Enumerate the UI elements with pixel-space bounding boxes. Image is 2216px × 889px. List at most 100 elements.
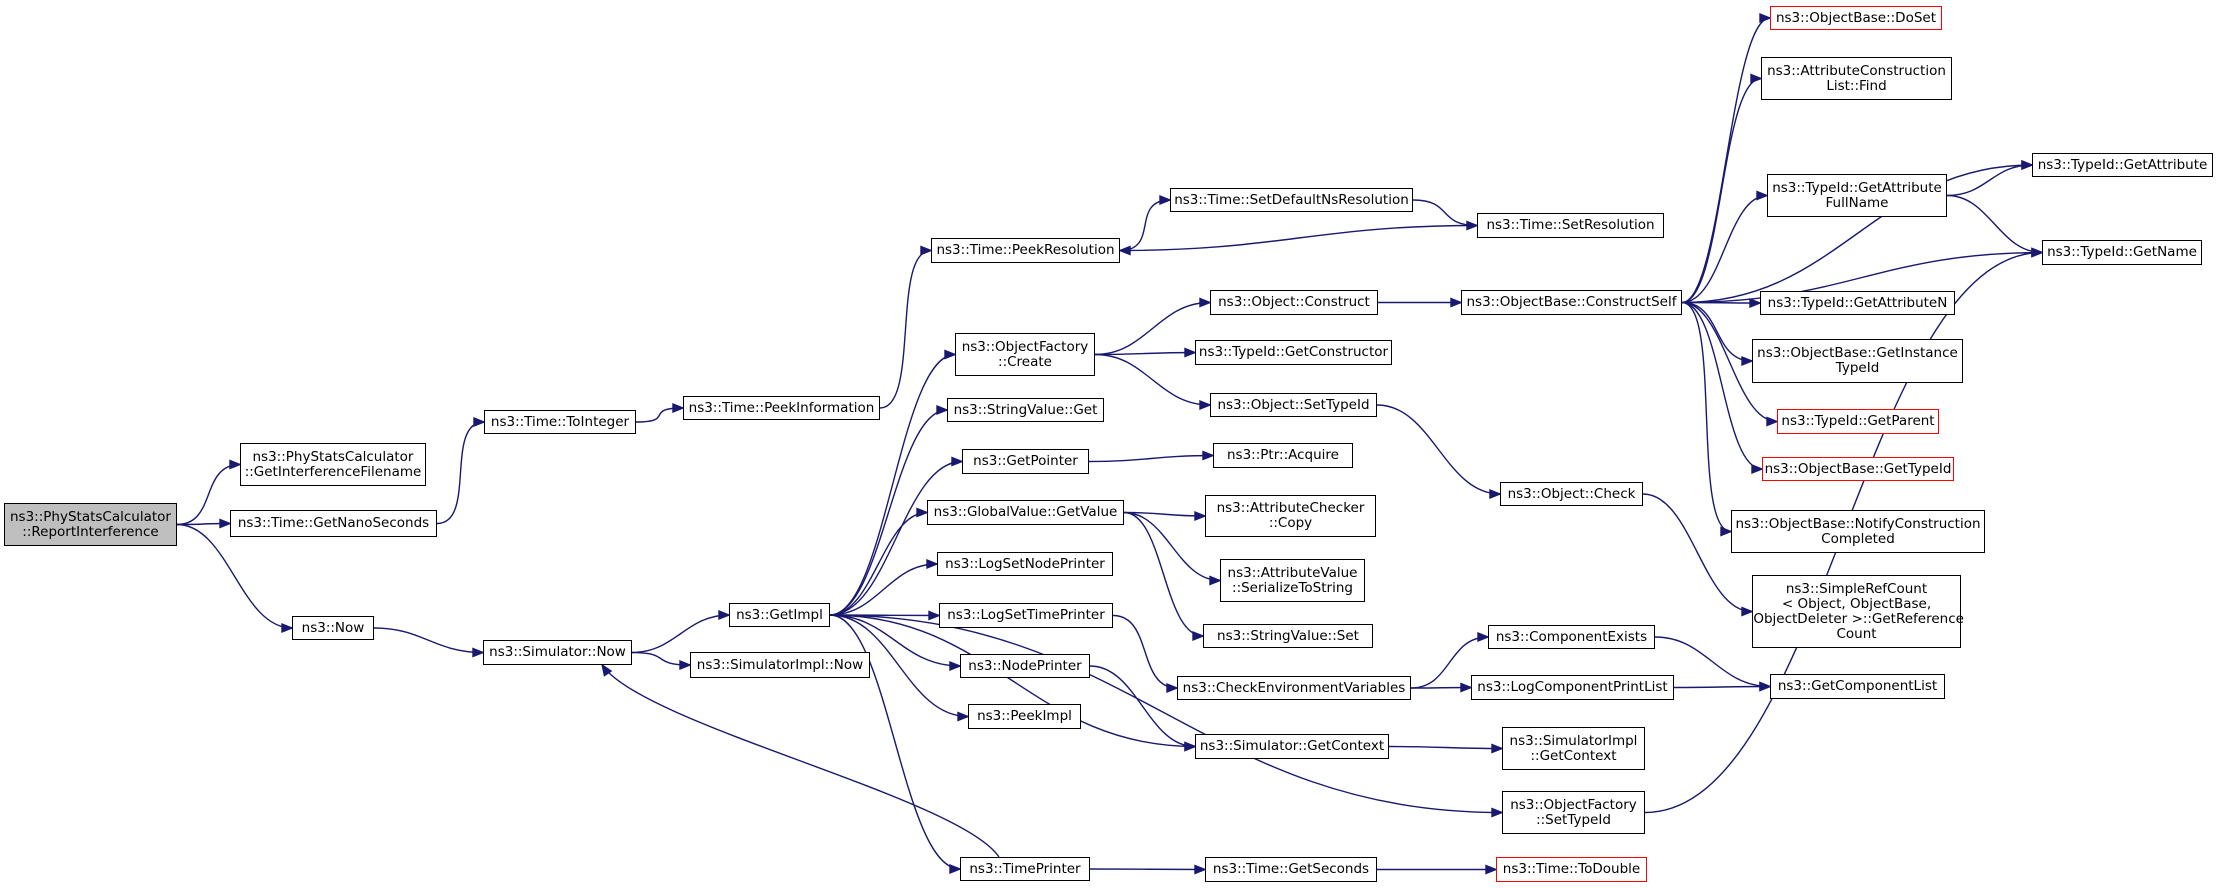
edge-object-check-to-simple-ref-count-get-reference-count <box>1642 493 1753 613</box>
node-object-check[interactable]: ns3::Object::Check <box>1500 482 1643 506</box>
node-simple-ref-count-get-reference-count[interactable]: ns3::SimpleRefCount < Object, ObjectBase… <box>1752 575 1964 648</box>
edge-global-value-get-value-to-attribute-checker-copy <box>1123 511 1206 517</box>
arrowhead-get-impl-to-log-set-node-printer <box>926 558 939 570</box>
node-ptr-acquire[interactable]: ns3::Ptr::Acquire <box>1213 443 1353 468</box>
node-simulator-get-context[interactable]: ns3::Simulator::GetContext <box>1195 734 1389 759</box>
edge-object-base-construct-self-to-typeid-get-name <box>1681 251 2043 304</box>
node-typeid-get-constructor[interactable]: ns3::TypeId::GetConstructor <box>1195 340 1392 365</box>
edge-get-impl-to-string-value-get <box>829 409 948 616</box>
arrowhead-get-nano-seconds-to-to-integer <box>473 416 486 428</box>
edge-object-base-construct-self-to-object-base-get-type-id <box>1681 301 1763 470</box>
node-typeid-get-parent[interactable]: ns3::TypeId::GetParent <box>1777 409 1939 434</box>
arrowhead-check-environment-variables-to-component-exists <box>1477 631 1490 643</box>
arrowhead-get-impl-to-node-printer <box>949 660 962 672</box>
node-set-resolution[interactable]: ns3::Time::SetResolution <box>1477 213 1664 238</box>
node-object-base-get-type-id[interactable]: ns3::ObjectBase::GetTypeId <box>1762 457 1954 481</box>
node-set-default-ns-resolution[interactable]: ns3::Time::SetDefaultNsResolution <box>1170 188 1413 212</box>
arrowhead-get-impl-to-object-factory-set-type-id <box>1491 807 1504 818</box>
edge-component-exists-to-get-component-list <box>1654 636 1771 688</box>
node-string-value-set[interactable]: ns3::StringValue::Set <box>1203 624 1373 648</box>
node-time-get-seconds[interactable]: ns3::Time::GetSeconds <box>1205 857 1377 882</box>
edge-get-impl-to-global-value-get-value <box>829 511 928 616</box>
node-typeid-get-name[interactable]: ns3::TypeId::GetName <box>2042 240 2202 265</box>
node-now[interactable]: ns3::Now <box>292 616 374 640</box>
edge-time-printer-to-simulator-now <box>601 664 1000 858</box>
arrowhead-get-impl-to-time-printer <box>949 863 962 875</box>
arrowhead-log-set-time-printer-to-check-environment-variables <box>1166 682 1179 694</box>
node-time-printer[interactable]: ns3::TimePrinter <box>960 857 1090 881</box>
edge-object-base-construct-self-to-object-base-do-set <box>1681 17 1771 304</box>
node-typeid-get-attribute-full-name[interactable]: ns3::TypeId::GetAttribute FullName <box>1767 174 1947 217</box>
node-get-component-list[interactable]: ns3::GetComponentList <box>1770 674 1945 699</box>
node-simulator-impl-get-context[interactable]: ns3::SimulatorImpl ::GetContext <box>1502 727 1645 770</box>
node-get-nano-seconds[interactable]: ns3::Time::GetNanoSeconds <box>230 510 437 537</box>
node-simulator-impl-now[interactable]: ns3::SimulatorImpl::Now <box>690 652 870 678</box>
node-component-exists[interactable]: ns3::ComponentExists <box>1488 625 1655 649</box>
arrowhead-set-resolution-to-peek-resolution <box>1118 245 1131 256</box>
arrowhead-object-base-construct-self-to-object-base-get-instance-type-id <box>1741 355 1754 367</box>
node-attribute-value-serialize[interactable]: ns3::AttributeValue ::SerializeToString <box>1220 559 1365 602</box>
node-object-base-get-instance-type-id[interactable]: ns3::ObjectBase::GetInstance TypeId <box>1752 339 1963 383</box>
node-object-factory-create[interactable]: ns3::ObjectFactory ::Create <box>955 333 1095 376</box>
edge-set-default-ns-resolution-to-set-resolution <box>1412 199 1478 227</box>
node-peek-information[interactable]: ns3::Time::PeekInformation <box>683 396 880 420</box>
node-simulator-now[interactable]: ns3::Simulator::Now <box>483 640 632 665</box>
node-object-base-notify-construction-completed[interactable]: ns3::ObjectBase::NotifyConstruction Comp… <box>1731 510 1985 553</box>
node-get-interference-filename[interactable]: ns3::PhyStatsCalculator ::GetInterferenc… <box>240 443 426 486</box>
node-object-base-do-set[interactable]: ns3::ObjectBase::DoSet <box>1770 6 1942 30</box>
node-to-integer[interactable]: ns3::Time::ToInteger <box>484 410 636 434</box>
arrowhead-peek-information-to-peek-resolution <box>920 245 933 256</box>
node-attribute-construction-list-find[interactable]: ns3::AttributeConstruction List::Find <box>1761 57 1952 100</box>
edge-node-printer-to-simulator-get-context <box>1089 665 1196 748</box>
edge-log-component-print-list-to-get-component-list <box>1673 685 1771 689</box>
node-object-factory-set-type-id[interactable]: ns3::ObjectFactory ::SetTypeId <box>1502 791 1645 834</box>
node-object-set-type-id[interactable]: ns3::Object::SetTypeId <box>1210 393 1377 417</box>
arrowhead-peek-resolution-to-set-default-ns-resolution <box>1159 194 1172 206</box>
edge-simulator-get-context-to-simulator-impl-get-context <box>1388 745 1503 750</box>
arrowhead-simulator-now-to-get-impl <box>718 609 731 621</box>
arrowhead-simulator-now-to-simulator-impl-now <box>679 659 692 671</box>
arrowhead-report-interference-to-now <box>281 622 294 634</box>
node-log-set-node-printer[interactable]: ns3::LogSetNodePrinter <box>937 552 1113 576</box>
node-log-component-print-list[interactable]: ns3::LogComponentPrintList <box>1471 675 1674 700</box>
node-report-interference[interactable]: ns3::PhyStatsCalculator ::ReportInterfer… <box>4 503 177 546</box>
arrowhead-log-component-print-list-to-get-component-list <box>1759 681 1772 692</box>
node-peek-impl[interactable]: ns3::PeekImpl <box>968 704 1081 729</box>
arrowhead-get-impl-to-object-factory-create <box>944 349 957 360</box>
edge-typeid-get-attribute-full-name-to-typeid-get-name <box>1946 194 2043 254</box>
arrowhead-time-printer-to-time-get-seconds <box>1194 864 1207 875</box>
arrowhead-object-base-construct-self-to-typeid-get-attribute-n <box>1749 297 1762 309</box>
node-get-impl[interactable]: ns3::GetImpl <box>729 603 830 627</box>
edge-global-value-get-value-to-string-value-set <box>1123 511 1204 637</box>
node-global-value-get-value[interactable]: ns3::GlobalValue::GetValue <box>927 500 1124 525</box>
arrowhead-object-base-construct-self-to-attribute-construction-list-find <box>1750 73 1763 84</box>
edge-peek-information-to-peek-resolution <box>879 249 932 409</box>
node-node-printer[interactable]: ns3::NodePrinter <box>960 654 1090 678</box>
node-typeid-get-attribute-n[interactable]: ns3::TypeId::GetAttributeN <box>1760 291 1955 315</box>
edge-global-value-get-value-to-attribute-value-serialize <box>1123 511 1221 582</box>
node-get-pointer[interactable]: ns3::GetPointer <box>962 449 1089 474</box>
node-peek-resolution[interactable]: ns3::Time::PeekResolution <box>931 238 1120 263</box>
edge-object-base-construct-self-to-typeid-get-attribute-n <box>1681 301 1761 304</box>
node-log-set-time-printer[interactable]: ns3::LogSetTimePrinter <box>939 603 1113 628</box>
edge-object-base-construct-self-to-typeid-get-parent <box>1681 301 1778 423</box>
edge-get-nano-seconds-to-to-integer <box>436 421 485 525</box>
edge-get-impl-to-peek-impl <box>829 614 969 718</box>
arrowhead-report-interference-to-get-nano-seconds <box>219 518 232 529</box>
node-attribute-checker-copy[interactable]: ns3::AttributeChecker ::Copy <box>1205 495 1376 537</box>
arrowhead-get-pointer-to-ptr-acquire <box>1202 450 1215 461</box>
node-object-base-construct-self[interactable]: ns3::ObjectBase::ConstructSelf <box>1461 290 1682 315</box>
edge-time-printer-to-time-get-seconds <box>1089 868 1206 871</box>
node-time-to-double[interactable]: ns3::Time::ToDouble <box>1496 857 1647 882</box>
edge-report-interference-to-get-interference-filename <box>176 463 241 526</box>
node-string-value-get[interactable]: ns3::StringValue::Get <box>947 398 1104 422</box>
edge-check-environment-variables-to-component-exists <box>1410 636 1489 689</box>
node-check-environment-variables[interactable]: ns3::CheckEnvironmentVariables <box>1177 676 1411 700</box>
node-object-construct[interactable]: ns3::Object::Construct <box>1210 290 1378 315</box>
arrowhead-object-base-construct-self-to-object-base-notify-construction-completed <box>1720 526 1733 537</box>
edge-get-impl-to-log-set-node-printer <box>829 563 938 616</box>
arrowhead-object-factory-set-type-id-to-typeid-get-name <box>2031 247 2044 258</box>
edge-object-factory-create-to-object-set-type-id <box>1094 353 1211 406</box>
node-typeid-get-attribute[interactable]: ns3::TypeId::GetAttribute <box>2032 153 2213 177</box>
